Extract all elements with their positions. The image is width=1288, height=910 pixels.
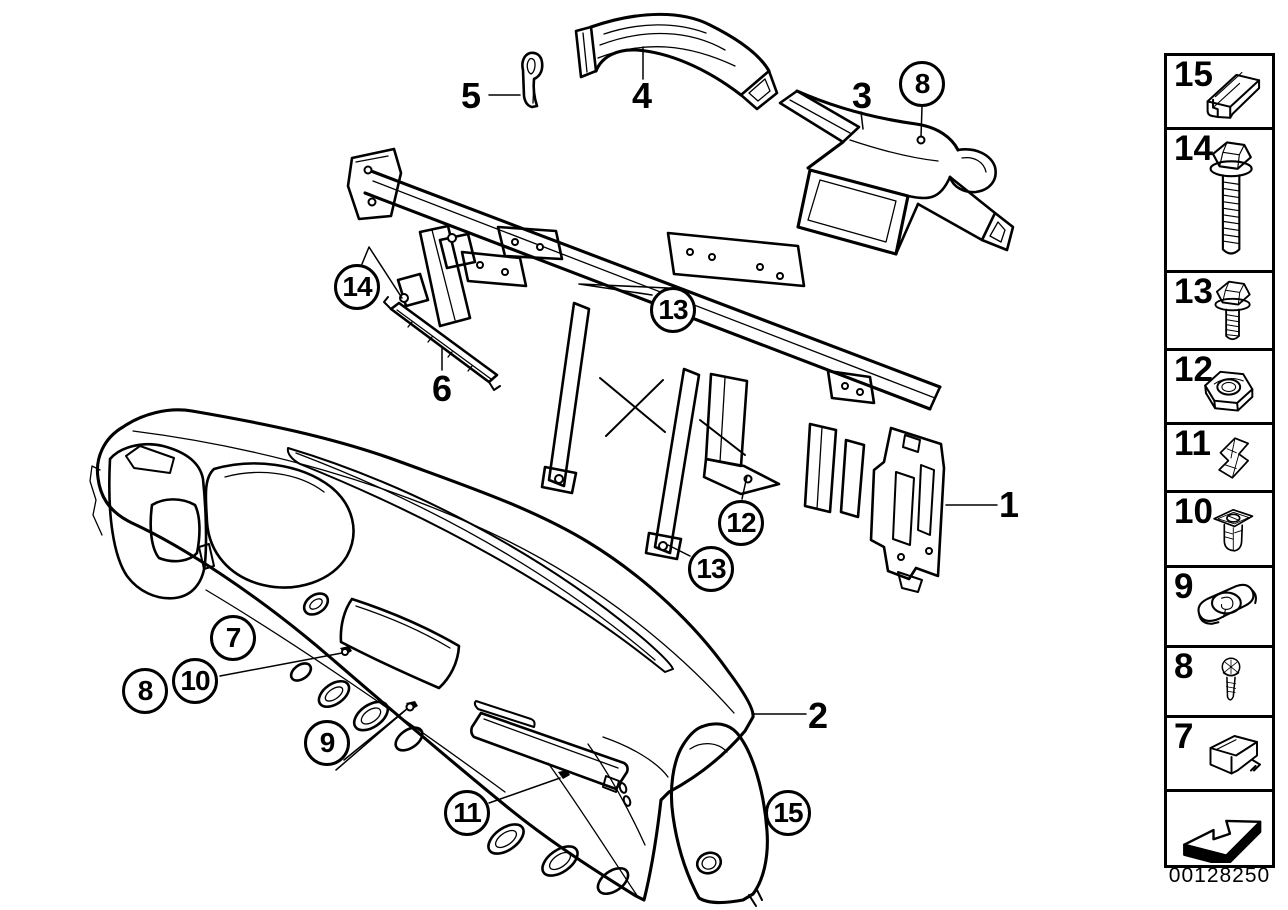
expanding-nut-icon: [1213, 508, 1254, 552]
hex-bolt-icon: [1214, 280, 1251, 340]
callout-13-upper[interactable]: 13: [650, 287, 696, 333]
hex-nut-icon: [1204, 370, 1254, 412]
speed-nut-clip-icon: [1197, 583, 1257, 625]
legend-number: 13: [1174, 272, 1213, 311]
callout-leader-lines: [219, 46, 998, 804]
legend-number: 7: [1174, 717, 1194, 756]
callout-2[interactable]: 2: [807, 695, 829, 736]
legend-number: 12: [1174, 350, 1213, 389]
legend-item-11[interactable]: 11: [1164, 422, 1275, 493]
legend-item-10[interactable]: 10: [1164, 490, 1275, 568]
part-upper-duct-4: [574, 12, 779, 111]
trim-strip-clip-icon: [1206, 71, 1261, 119]
legend-item-7[interactable]: 7: [1164, 715, 1275, 792]
legend-number: 8: [1174, 647, 1194, 686]
callout-6[interactable]: 6: [431, 368, 453, 409]
legend-number: 14: [1174, 129, 1213, 168]
callout-1[interactable]: 1: [998, 484, 1020, 525]
part-clip-5: [521, 51, 544, 109]
callout-14[interactable]: 14: [334, 264, 380, 310]
legend-number: 10: [1174, 492, 1213, 531]
legend-item-13[interactable]: 13: [1164, 270, 1275, 351]
callout-8-left[interactable]: 8: [122, 668, 168, 714]
callout-4[interactable]: 4: [631, 75, 653, 116]
legend-item-15[interactable]: 15: [1164, 53, 1275, 130]
installation-direction-arrow-icon: [1183, 820, 1262, 864]
legend-item-8[interactable]: 8: [1164, 645, 1275, 718]
legend-item-arrow[interactable]: [1164, 789, 1275, 868]
part-strip-6: [383, 296, 501, 391]
callout-3[interactable]: 3: [851, 75, 873, 116]
legend-number: 15: [1174, 55, 1213, 94]
hex-flange-bolt-icon: [1209, 141, 1253, 255]
callout-7[interactable]: 7: [210, 615, 256, 661]
part-dashboard-2: [89, 408, 755, 902]
legend-item-12[interactable]: 12: [1164, 348, 1275, 425]
part-side-frame-1: [869, 426, 946, 593]
retaining-clip-icon: [1209, 734, 1261, 774]
callout-12[interactable]: 12: [718, 500, 764, 546]
spring-clip-icon: [1218, 436, 1250, 479]
legend-item-14[interactable]: 14: [1164, 127, 1275, 273]
legend-number: 11: [1174, 424, 1211, 463]
part-center-duct-3: [778, 89, 1015, 256]
callout-15[interactable]: 15: [765, 790, 811, 836]
callout-10[interactable]: 10: [172, 658, 218, 704]
callout-9[interactable]: 9: [304, 720, 350, 766]
callout-8-top[interactable]: 8: [899, 61, 945, 107]
part-carrier-beam: [346, 147, 942, 561]
part-lower-trim: [669, 722, 769, 907]
callout-13-lower[interactable]: 13: [688, 546, 734, 592]
legend-item-9[interactable]: 9: [1164, 565, 1275, 648]
diagram-image-number: 00128250: [1168, 864, 1271, 887]
callout-11[interactable]: 11: [444, 790, 490, 836]
pan-head-screw-icon: [1221, 656, 1241, 701]
callout-5[interactable]: 5: [460, 75, 482, 116]
legend-number: 9: [1174, 567, 1194, 606]
